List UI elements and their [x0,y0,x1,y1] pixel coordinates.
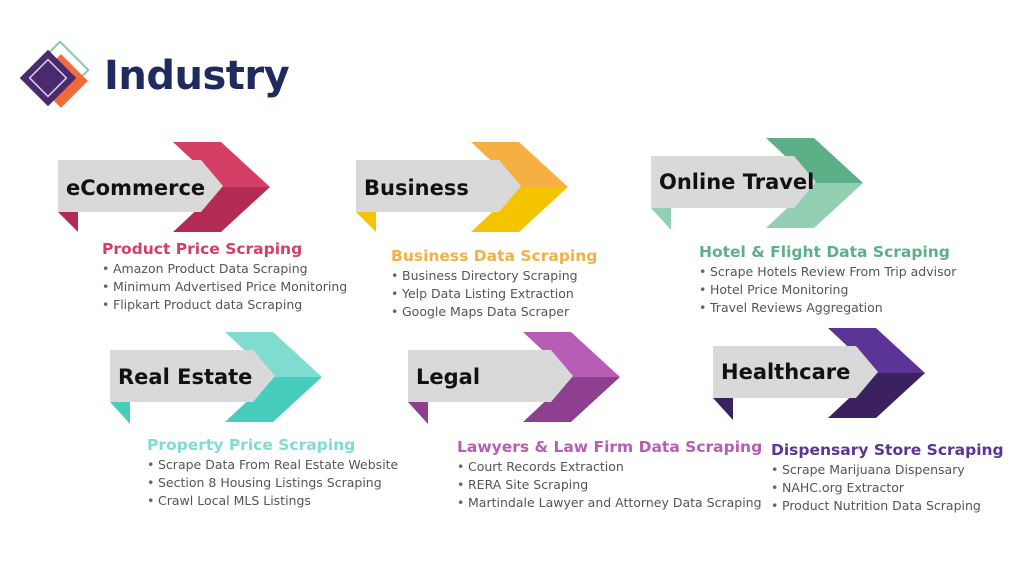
list-item: Scrape Data From Real Estate Website [147,456,417,474]
service-list: Scrape Hotels Review From Trip advisor H… [699,263,969,317]
list-item: Flipkart Product data Scraping [102,296,372,314]
page-title: Industry [104,53,290,99]
industry-name: eCommerce [66,176,206,200]
list-item: Crawl Local MLS Listings [147,492,417,510]
list-item: Scrape Hotels Review From Trip advisor [699,263,969,281]
category-title: Business Data Scraping [391,247,598,265]
list-item: Section 8 Housing Listings Scraping [147,474,417,492]
list-item: NAHC.org Extractor [771,479,1024,497]
list-item: Scrape Marijuana Dispensary [771,461,1024,479]
list-item: Travel Reviews Aggregation [699,299,969,317]
industry-name: Real Estate [118,365,253,389]
category-title: Lawyers & Law Firm Data Scraping [457,438,763,456]
industry-info-legal: Lawyers & Law Firm Data Scraping Court R… [457,437,763,512]
list-item: Minimum Advertised Price Monitoring [102,278,372,296]
arrow-chevron-icon [713,328,925,420]
service-list: Scrape Marijuana Dispensary NAHC.org Ext… [771,461,1024,515]
arrow-chevron-icon [408,332,620,424]
service-list: Business Directory Scraping Yelp Data Li… [391,267,661,321]
industry-arrow-business: Business [356,142,576,237]
category-title: Dispensary Store Scraping [771,441,1004,459]
industry-arrow-healthcare: Healthcare [713,328,933,423]
industry-info-business: Business Data Scraping Business Director… [391,246,661,321]
arrow-chevron-icon [58,142,270,232]
list-item: Hotel Price Monitoring [699,281,969,299]
category-title: Hotel & Flight Data Scraping [699,243,950,261]
arrow-chevron-icon [110,332,322,424]
industry-arrow-real-estate: Real Estate [110,332,330,427]
list-item: Amazon Product Data Scraping [102,260,372,278]
category-title: Property Price Scraping [147,436,356,454]
arrow-chevron-icon [356,142,568,232]
industry-info-ecommerce: Product Price Scraping Amazon Product Da… [102,239,372,314]
service-list: Amazon Product Data Scraping Minimum Adv… [102,260,372,314]
industry-name: Business [364,176,469,200]
industry-arrow-online-travel: Online Travel [651,138,871,233]
industry-info-online-travel: Hotel & Flight Data Scraping Scrape Hote… [699,242,969,317]
industry-info-healthcare: Dispensary Store Scraping Scrape Marijua… [771,440,1024,515]
list-item: Google Maps Data Scraper [391,303,661,321]
list-item: RERA Site Scraping [457,476,727,494]
arrow-chevron-icon [651,138,863,230]
industry-info-real-estate: Property Price Scraping Scrape Data From… [147,435,417,510]
category-title: Product Price Scraping [102,240,303,258]
diamond-logo-icon [19,40,90,108]
industry-name: Healthcare [721,360,851,384]
list-item: Court Records Extraction [457,458,727,476]
service-list: Scrape Data From Real Estate Website Sec… [147,456,417,510]
list-item: Yelp Data Listing Extraction [391,285,661,303]
industry-name: Legal [416,365,481,389]
service-list: Court Records Extraction RERA Site Scrap… [457,458,762,512]
industry-arrow-ecommerce: eCommerce [58,142,278,237]
list-item: Product Nutrition Data Scraping [771,497,1024,515]
industry-arrow-legal: Legal [408,332,628,427]
list-item: Martindale Lawyer and Attorney Data Scra… [457,494,762,512]
list-item: Business Directory Scraping [391,267,661,285]
industry-name: Online Travel [659,170,815,194]
